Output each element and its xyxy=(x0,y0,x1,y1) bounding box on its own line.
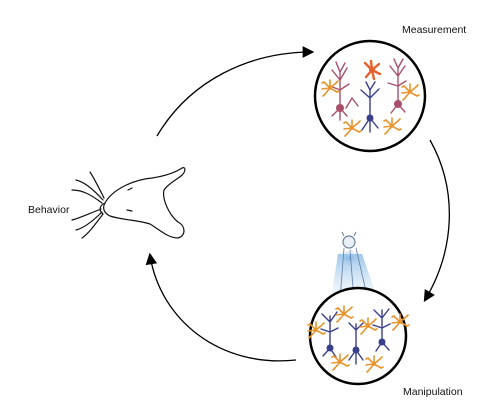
arrow-manipulation-to-behavior xyxy=(145,252,297,362)
arrow-behavior-to-measurement xyxy=(156,46,315,137)
neuron-icon xyxy=(329,58,407,121)
label-measurement: Measurement xyxy=(402,24,466,36)
cycle-arrows xyxy=(145,46,450,362)
measurement-circle xyxy=(313,39,427,153)
mouse-head-icon xyxy=(71,167,186,239)
label-behavior: Behavior xyxy=(28,204,70,216)
arrow-measurement-to-manipulation xyxy=(423,139,450,303)
manipulation-circle xyxy=(307,286,410,386)
label-manipulation: Manipulation xyxy=(403,386,463,398)
active-astrocyte-icon xyxy=(363,59,382,81)
